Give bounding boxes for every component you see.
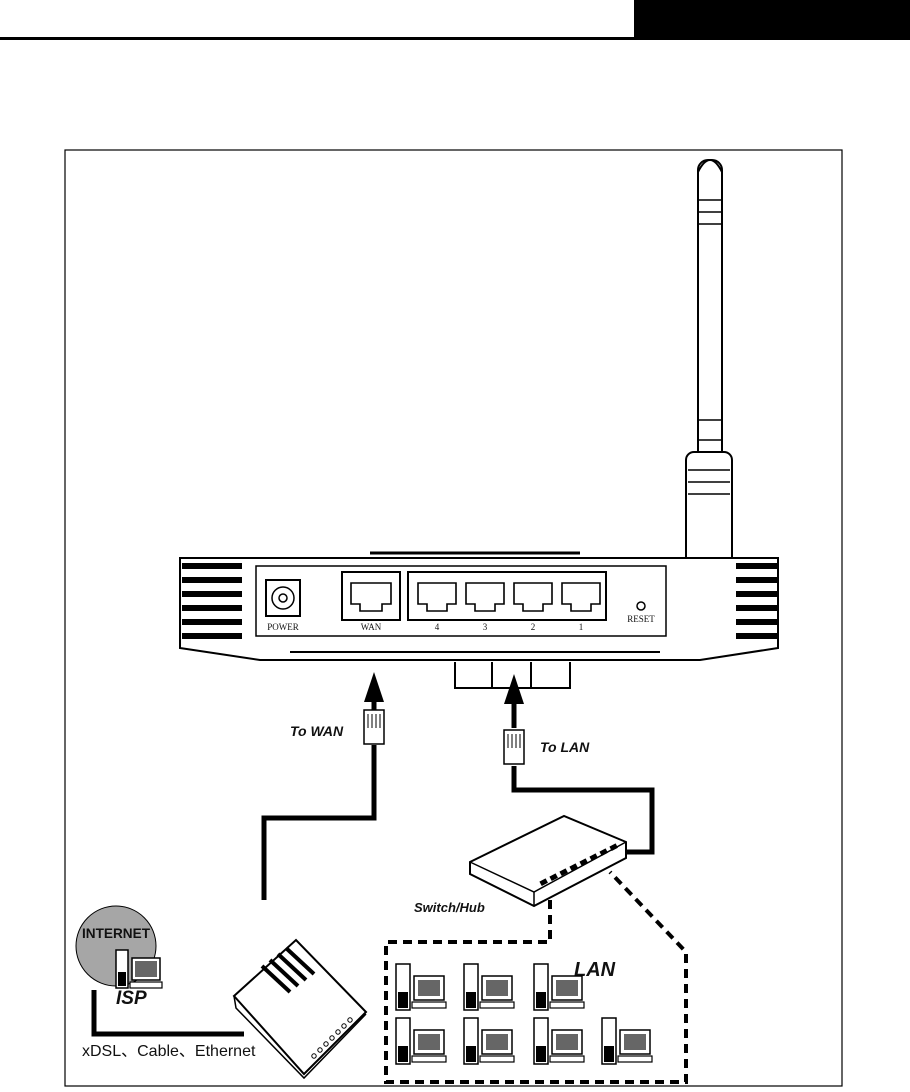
- switch-hub: [470, 816, 626, 906]
- computer-icon: [396, 964, 446, 1010]
- to-wan-label: To WAN: [290, 723, 344, 739]
- lan-rj45-plug: [504, 730, 524, 764]
- computer-icon: [602, 1018, 652, 1064]
- lan-port-label-4: 4: [435, 622, 440, 632]
- power-label: POWER: [267, 622, 299, 632]
- computer-icon: [534, 1018, 584, 1064]
- lan-port-label-3: 3: [483, 622, 488, 632]
- wan-rj45-plug: [364, 710, 384, 744]
- wan-cable: [264, 672, 384, 900]
- lan-port-label-1: 1: [579, 622, 584, 632]
- computer-icon: [396, 1018, 446, 1064]
- wan-label: WAN: [361, 622, 382, 632]
- lan-port-label-2: 2: [531, 622, 536, 632]
- router: POWER WAN 4 3 2 1 RESET: [180, 553, 778, 660]
- reset-button: [637, 602, 645, 610]
- switch-hub-label: Switch/Hub: [414, 900, 485, 915]
- to-lan-label: To LAN: [540, 739, 590, 755]
- internet-label: INTERNET: [82, 925, 150, 941]
- internet-cloud: INTERNET: [76, 906, 162, 988]
- reset-label: RESET: [627, 614, 655, 624]
- computer-icon: [464, 1018, 514, 1064]
- connection-types-label: xDSL、Cable、Ethernet: [82, 1043, 256, 1060]
- isp-label: ISP: [116, 988, 147, 1009]
- computer-icon: [464, 964, 514, 1010]
